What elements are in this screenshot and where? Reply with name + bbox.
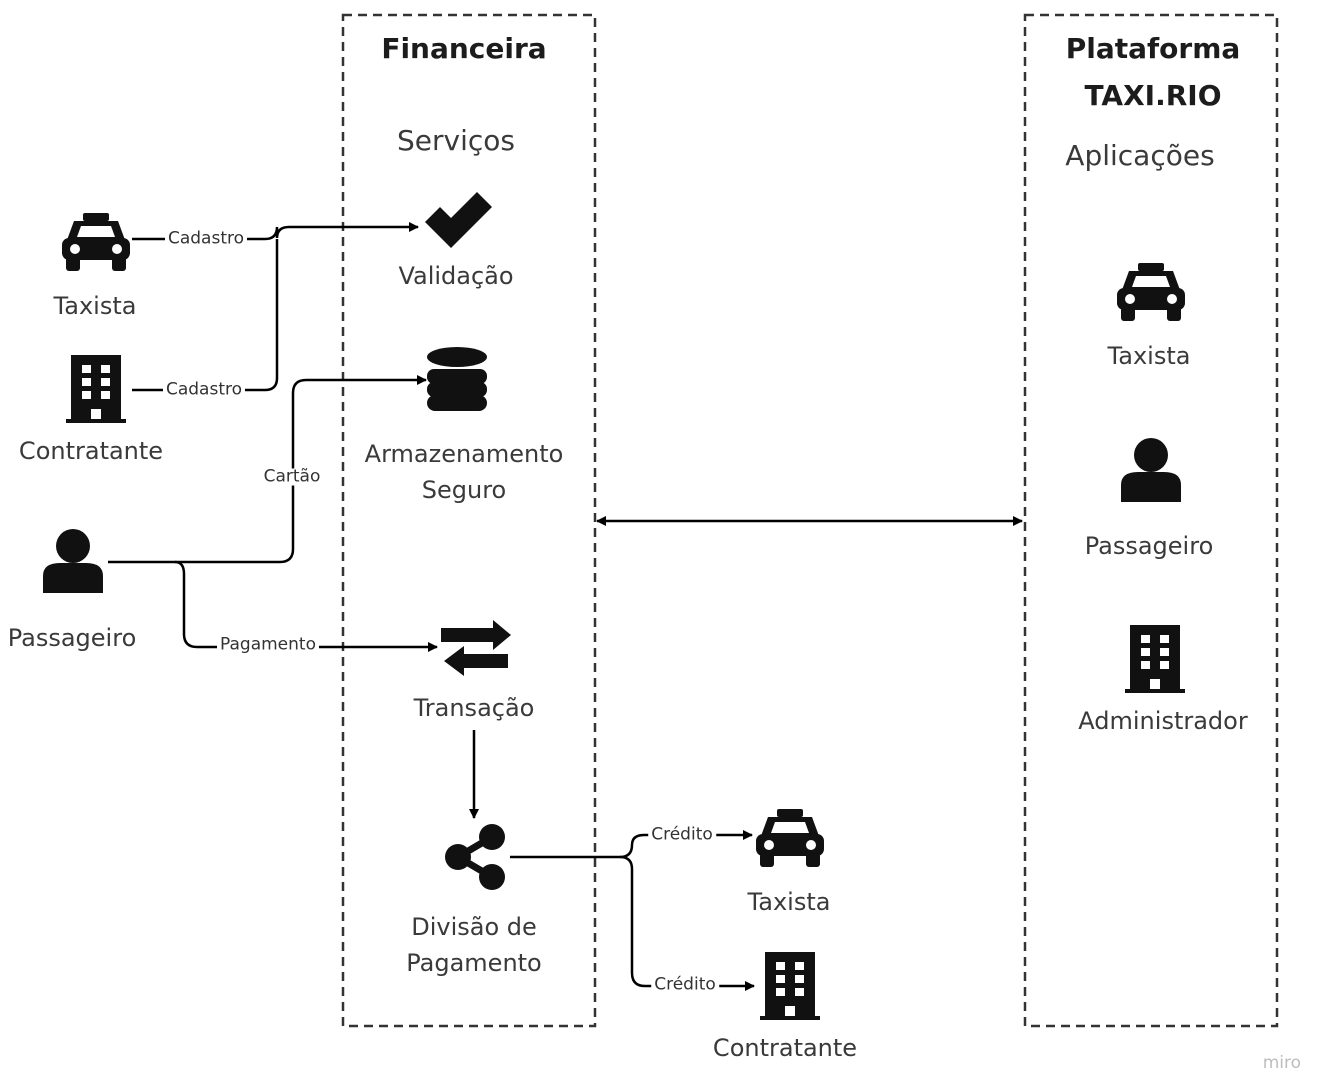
edge-label-cartao: Cartão bbox=[260, 468, 324, 486]
financeira-subtitle: Serviços bbox=[397, 124, 515, 157]
actor-taxista-label: Taxista bbox=[53, 292, 137, 320]
edge-label-pagamento: Pagamento bbox=[217, 636, 319, 654]
edge-label-credito-taxista: Crédito bbox=[648, 826, 716, 844]
service-transacao-label: Transação bbox=[413, 694, 535, 722]
app-taxista-label: Taxista bbox=[1107, 342, 1191, 370]
taxi-icon bbox=[756, 809, 824, 867]
person-icon bbox=[43, 529, 103, 593]
share-icon bbox=[445, 824, 505, 890]
plataforma-title-line2: TAXI.RIO bbox=[1084, 79, 1222, 112]
financeira-title: Financeira bbox=[381, 32, 547, 65]
app-passageiro-label: Passageiro bbox=[1084, 532, 1214, 560]
swap-arrows-icon bbox=[441, 620, 511, 676]
edge-label-credito-contratante: Crédito bbox=[651, 976, 719, 994]
taxi-icon bbox=[1117, 263, 1185, 321]
plataforma-box bbox=[1023, 13, 1279, 1028]
bottom-taxista-label: Taxista bbox=[747, 888, 831, 916]
plataforma-title-line1: Plataforma bbox=[1065, 32, 1241, 65]
actor-contratante-label: Contratante bbox=[18, 437, 164, 465]
app-administrador-label: Administrador bbox=[1078, 707, 1248, 735]
plataforma-subtitle: Aplicações bbox=[1065, 139, 1215, 172]
database-icon bbox=[427, 347, 487, 411]
service-validacao-label: Validação bbox=[398, 262, 514, 290]
person-icon bbox=[1121, 438, 1181, 502]
edge-label-cadastro-contratante: Cadastro bbox=[162, 381, 246, 399]
edge-label-cadastro-taxista: Cadastro bbox=[164, 230, 248, 248]
building-icon bbox=[66, 355, 126, 423]
building-icon bbox=[1125, 625, 1185, 693]
edge-cadastro-contratante bbox=[132, 239, 279, 392]
edge-credito-contratante bbox=[619, 855, 755, 991]
edge-pagamento bbox=[174, 560, 438, 652]
bottom-contratante-label: Contratante bbox=[712, 1034, 858, 1062]
financeira-box bbox=[341, 13, 597, 1028]
service-armazenamento-label-line1: Armazenamento bbox=[364, 440, 564, 468]
miro-watermark: miro bbox=[1262, 1053, 1301, 1073]
check-icon bbox=[425, 192, 492, 248]
service-divisao-label-line2: Pagamento bbox=[406, 949, 542, 977]
service-armazenamento-label-line2: Seguro bbox=[421, 476, 507, 504]
service-divisao-label-line1: Divisão de bbox=[411, 913, 537, 941]
building-icon bbox=[760, 952, 820, 1020]
taxi-icon bbox=[62, 213, 130, 271]
actor-passageiro-label: Passageiro bbox=[7, 624, 137, 652]
edge-cadastro-taxista bbox=[132, 222, 419, 241]
